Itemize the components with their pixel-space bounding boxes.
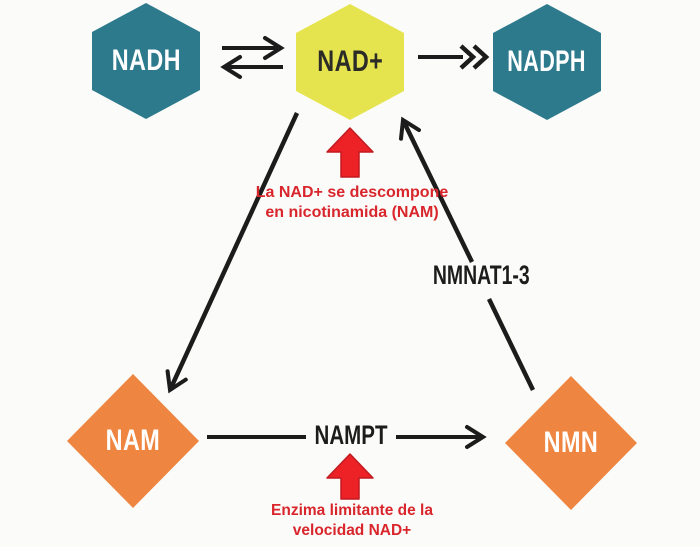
edge-label-nampt-text: NAMPT	[314, 420, 388, 450]
edge-label-nampt: NAMPT	[291, 422, 411, 449]
node-nmn-label: NMN	[543, 426, 599, 459]
edge-label-nmnat: NMNAT1-3	[411, 262, 551, 289]
red-up-arrow-icon	[326, 127, 374, 178]
arrow-nmn-to-nad-upper-segment	[398, 116, 475, 263]
node-nadph: NADPH	[493, 4, 601, 120]
node-nam-label: NAM	[105, 424, 161, 457]
node-nadph-label: NADPH	[507, 45, 587, 78]
node-nad: NAD+	[296, 4, 404, 120]
edge-label-nmnat-text: NMNAT1-3	[432, 260, 530, 290]
annotation-line: La NAD+ se descompone	[255, 184, 449, 201]
arrow-nmn-to-nad-lower-segment	[486, 298, 536, 391]
annotation-line: velocidad NAD+	[292, 522, 412, 539]
annotation-line: en nicotinamida (NAM)	[265, 204, 439, 221]
arrow-nad-to-nam	[165, 112, 300, 394]
chevron-icon	[459, 44, 477, 70]
red-up-arrow-icon	[326, 453, 374, 500]
annotation-nad-breakdown: La NAD+ se descompone en nicotinamida (N…	[202, 183, 502, 223]
annotation-line: Enzima limitante de la	[271, 502, 433, 519]
annotation-rate-limiting: Enzima limitante de la velocidad NAD+	[202, 501, 502, 541]
node-nadh-label: NADH	[111, 44, 181, 77]
chevron-icon	[472, 44, 490, 70]
node-nadh: NADH	[92, 3, 200, 119]
node-nad-label: NAD+	[317, 45, 383, 78]
